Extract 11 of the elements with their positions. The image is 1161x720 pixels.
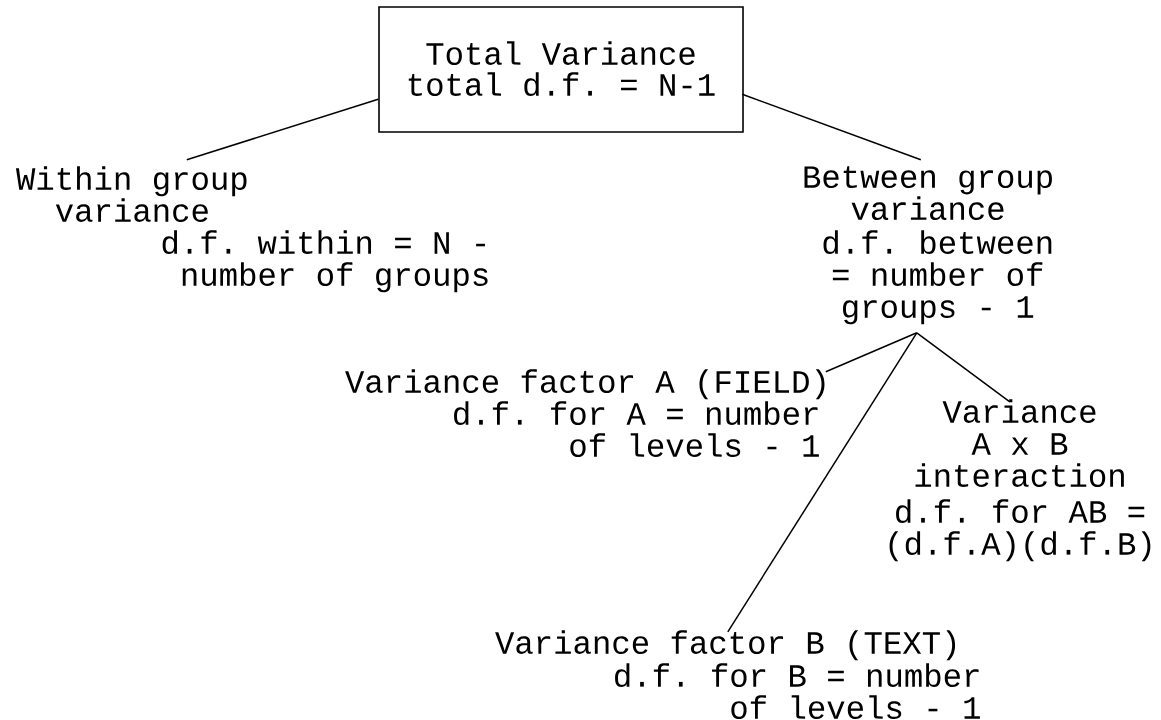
connector-line [186,98,379,161]
variance-label: Variance factor B (TEXT) d.f. for B = number of levels - 1 [495,630,980,719]
variance-label: Variance A x B interaction d.f. for AB = (d.f.A)(d.f.B) [889,399,1151,562]
connector-line [741,93,922,161]
variance-label: Within group variance d.f. within = N - number of groups [15,166,488,293]
variance-label: Variance factor A (FIELD) d.f. for A = number of levels - 1 [345,369,825,457]
variance-box: Total Variance total d.f. = N-1 [378,6,744,133]
connector-line [825,332,918,373]
connector-line [727,332,918,633]
variance-label: Between group variance d.f. between = number of groups - 1 [804,166,1052,325]
connector-line [916,332,1011,403]
